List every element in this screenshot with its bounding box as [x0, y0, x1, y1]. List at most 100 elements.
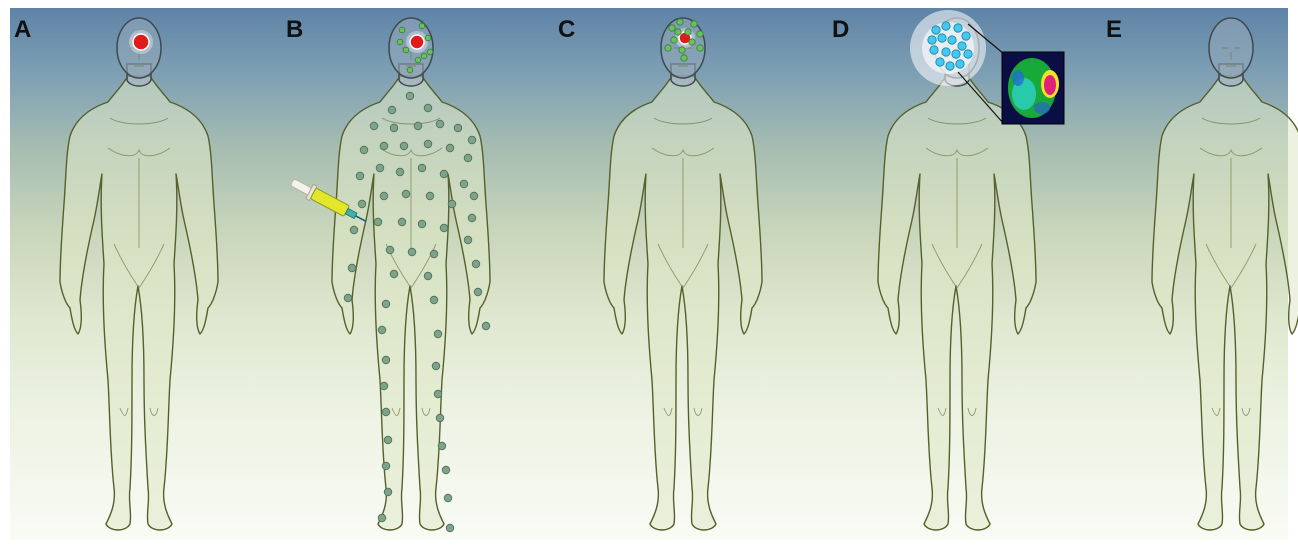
nanoparticle-icon	[942, 48, 950, 56]
nanoparticle-icon	[685, 29, 691, 35]
nanoparticle-icon	[448, 200, 456, 208]
nanoparticle-icon	[425, 35, 431, 41]
nanoparticle-icon	[460, 180, 468, 188]
panel-c: C	[554, 8, 810, 540]
nanoparticle-icon	[397, 39, 403, 45]
nanoparticle-icon	[446, 144, 454, 152]
head-shape	[1209, 18, 1253, 78]
nanoparticle-icon	[958, 42, 966, 50]
nanoparticle-icon	[956, 60, 964, 68]
nanoparticle-icon	[382, 300, 390, 308]
nanoparticle-icon	[424, 104, 432, 112]
panel-b: B	[282, 8, 538, 540]
nanoparticle-icon	[430, 250, 438, 258]
body-silhouette	[878, 76, 1036, 530]
nanoparticle-icon	[348, 264, 356, 272]
human-figure-icon	[10, 8, 266, 540]
nanoparticle-icon	[418, 164, 426, 172]
nanoparticle-icon	[424, 272, 432, 280]
nanoparticle-icon	[421, 53, 427, 59]
body-silhouette	[60, 76, 218, 530]
nanoparticle-icon	[403, 47, 409, 53]
nanoparticle-icon	[407, 67, 413, 73]
brain-scan-icon	[1002, 52, 1064, 124]
nanoparticle-icon	[470, 192, 478, 200]
scan-region-blue	[1012, 70, 1024, 86]
nanoparticle-icon	[962, 32, 970, 40]
nanoparticle-icon	[936, 58, 944, 66]
nanoparticle-icon	[382, 408, 390, 416]
nanoparticle-icon	[358, 200, 366, 208]
nanoparticle-icon	[454, 124, 462, 132]
nanoparticle-icon	[942, 22, 950, 30]
nanoparticle-icon	[446, 524, 454, 532]
nanoparticle-icon	[370, 122, 378, 130]
nanoparticle-icon	[344, 294, 352, 302]
panel-e: E	[1102, 8, 1298, 540]
nanoparticle-icon	[434, 390, 442, 398]
nanoparticle-icon	[380, 142, 388, 150]
nanoparticle-icon	[928, 36, 936, 44]
nanoparticle-icon	[482, 322, 490, 330]
nanoparticle-icon	[440, 224, 448, 232]
nanoparticle-icon	[954, 24, 962, 32]
nanoparticle-icon	[697, 31, 703, 37]
tumor-icon	[410, 35, 424, 49]
scan-hotspot-inner	[1044, 75, 1056, 95]
nanoparticle-icon	[390, 124, 398, 132]
nanoparticle-icon	[424, 140, 432, 148]
nanoparticle-icon	[689, 39, 695, 45]
nanoparticle-icon	[952, 50, 960, 58]
human-figure-icon	[1102, 8, 1298, 540]
nanoparticle-icon	[384, 488, 392, 496]
nanoparticle-icon	[402, 190, 410, 198]
nanoparticle-icon	[964, 50, 972, 58]
nanoparticle-icon	[386, 246, 394, 254]
nanoparticle-icon	[390, 270, 398, 278]
nanoparticle-icon	[432, 362, 440, 370]
tumor-icon	[133, 34, 149, 50]
nanoparticle-icon	[464, 236, 472, 244]
nanoparticle-icon	[697, 45, 703, 51]
nanoparticle-icon	[468, 136, 476, 144]
nanoparticle-icon	[472, 260, 480, 268]
nanoparticle-icon	[436, 414, 444, 422]
nanoparticle-icon	[665, 45, 671, 51]
figure: A B C D E	[10, 8, 1288, 540]
nanoparticle-icon	[414, 122, 422, 130]
nanoparticle-icon	[669, 25, 675, 31]
body-silhouette	[1152, 76, 1298, 530]
nanoparticle-icon	[468, 214, 476, 222]
nanoparticle-icon	[382, 356, 390, 364]
body-silhouette	[604, 76, 762, 530]
nanoparticle-icon	[438, 442, 446, 450]
nanoparticle-icon	[677, 19, 683, 25]
nanoparticle-icon	[374, 218, 382, 226]
panel-a: A	[10, 8, 266, 540]
nanoparticle-icon	[378, 326, 386, 334]
nanoparticle-icon	[396, 168, 404, 176]
nanoparticle-icon	[398, 218, 406, 226]
nanoparticle-icon	[427, 49, 433, 55]
nanoparticle-icon	[388, 106, 396, 114]
nanoparticle-icon	[400, 142, 408, 150]
nanoparticle-icon	[440, 170, 448, 178]
nanoparticle-icon	[378, 514, 386, 522]
nanoparticle-icon	[408, 248, 416, 256]
human-figure-icon	[282, 8, 538, 540]
panel-d: D	[828, 8, 1084, 540]
nanoparticle-icon	[946, 62, 954, 70]
nanoparticle-icon	[418, 220, 426, 228]
nanoparticle-icon	[399, 27, 405, 33]
nanoparticle-icon	[380, 382, 388, 390]
nanoparticle-icon	[419, 23, 425, 29]
body-silhouette	[332, 76, 490, 530]
nanoparticle-icon	[434, 330, 442, 338]
nanoparticle-icon	[675, 29, 681, 35]
nanoparticle-icon	[932, 26, 940, 34]
nanoparticle-icon	[474, 288, 482, 296]
nanoparticle-icon	[436, 120, 444, 128]
nanoparticle-icon	[938, 34, 946, 42]
scan-region-low	[1034, 102, 1050, 114]
nanoparticle-icon	[426, 192, 434, 200]
